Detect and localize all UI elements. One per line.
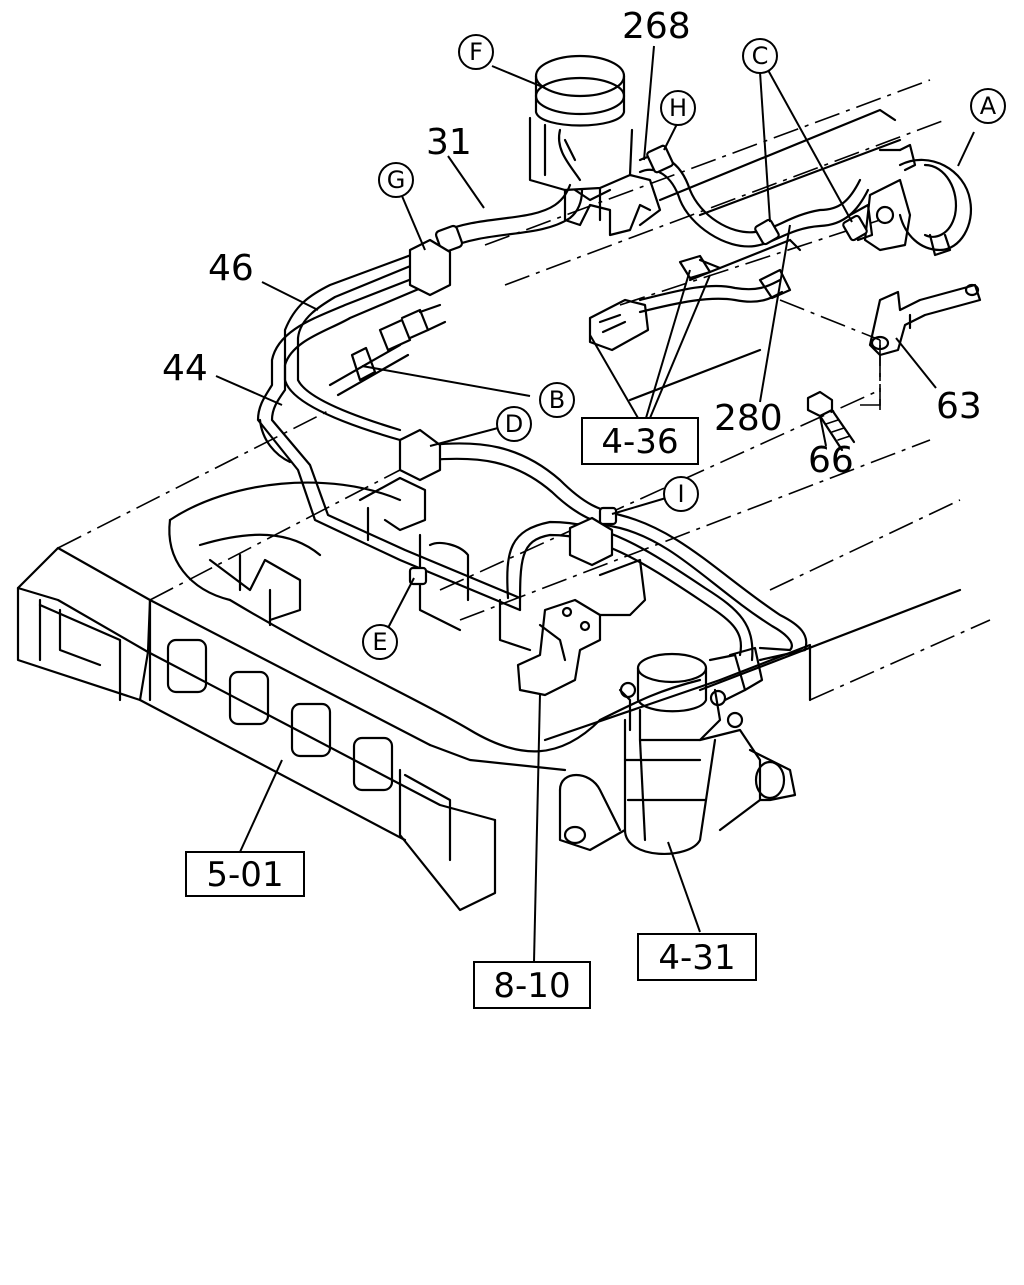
ref-box-5-01: 5-01 [185, 851, 305, 897]
callout-D: D [496, 406, 532, 442]
reference-boxes: 4-36 5-01 4-31 8-10 [185, 417, 757, 1009]
circle-callouts: F H C A G B D I [362, 34, 1006, 660]
callout-E: E [362, 624, 398, 660]
ref-8-10-text: 8-10 [493, 966, 570, 1006]
part-label-46: 46 [208, 248, 254, 289]
part-label-44: 44 [162, 348, 208, 389]
callout-C-letter: C [752, 42, 769, 70]
bolt-66 [806, 345, 881, 452]
callout-G: G [378, 162, 414, 198]
callout-D-letter: D [505, 410, 523, 438]
ref-5-01-text: 5-01 [206, 855, 283, 895]
part-number-labels: 268 31 46 44 280 63 66 [162, 6, 982, 481]
callout-H: H [660, 90, 696, 126]
callout-G-letter: G [387, 166, 406, 194]
callout-B: B [539, 382, 575, 418]
fluid-reservoir [528, 54, 662, 237]
callout-B-letter: B [549, 386, 565, 414]
part-label-63: 63 [936, 386, 982, 427]
ref-box-4-36: 4-36 [581, 417, 699, 465]
ref-box-8-10: 8-10 [473, 961, 591, 1009]
steering-gearbox [558, 646, 797, 856]
callout-I-letter: I [677, 480, 684, 508]
callout-F-letter: F [469, 38, 483, 66]
ref-4-36-text: 4-36 [601, 422, 678, 462]
part-label-268: 268 [622, 6, 691, 47]
pipe-bracket-63 [868, 283, 982, 357]
callout-E-letter: E [372, 628, 387, 656]
hoses-and-pipes [256, 144, 870, 662]
part-label-31: 31 [426, 122, 472, 163]
callout-C: C [742, 38, 778, 74]
ref-4-31-text: 4-31 [658, 938, 735, 978]
callout-F: F [458, 34, 494, 70]
leader-lines [215, 45, 975, 963]
part-label-280: 280 [714, 398, 783, 439]
callout-I: I [663, 476, 699, 512]
callout-A: A [970, 88, 1006, 124]
part-label-66: 66 [808, 440, 854, 481]
callout-A-letter: A [980, 92, 997, 120]
power-steering-pump [848, 143, 973, 257]
ref-box-4-31: 4-31 [637, 933, 757, 981]
chassis-frame [16, 79, 991, 912]
callout-H-letter: H [669, 94, 687, 122]
